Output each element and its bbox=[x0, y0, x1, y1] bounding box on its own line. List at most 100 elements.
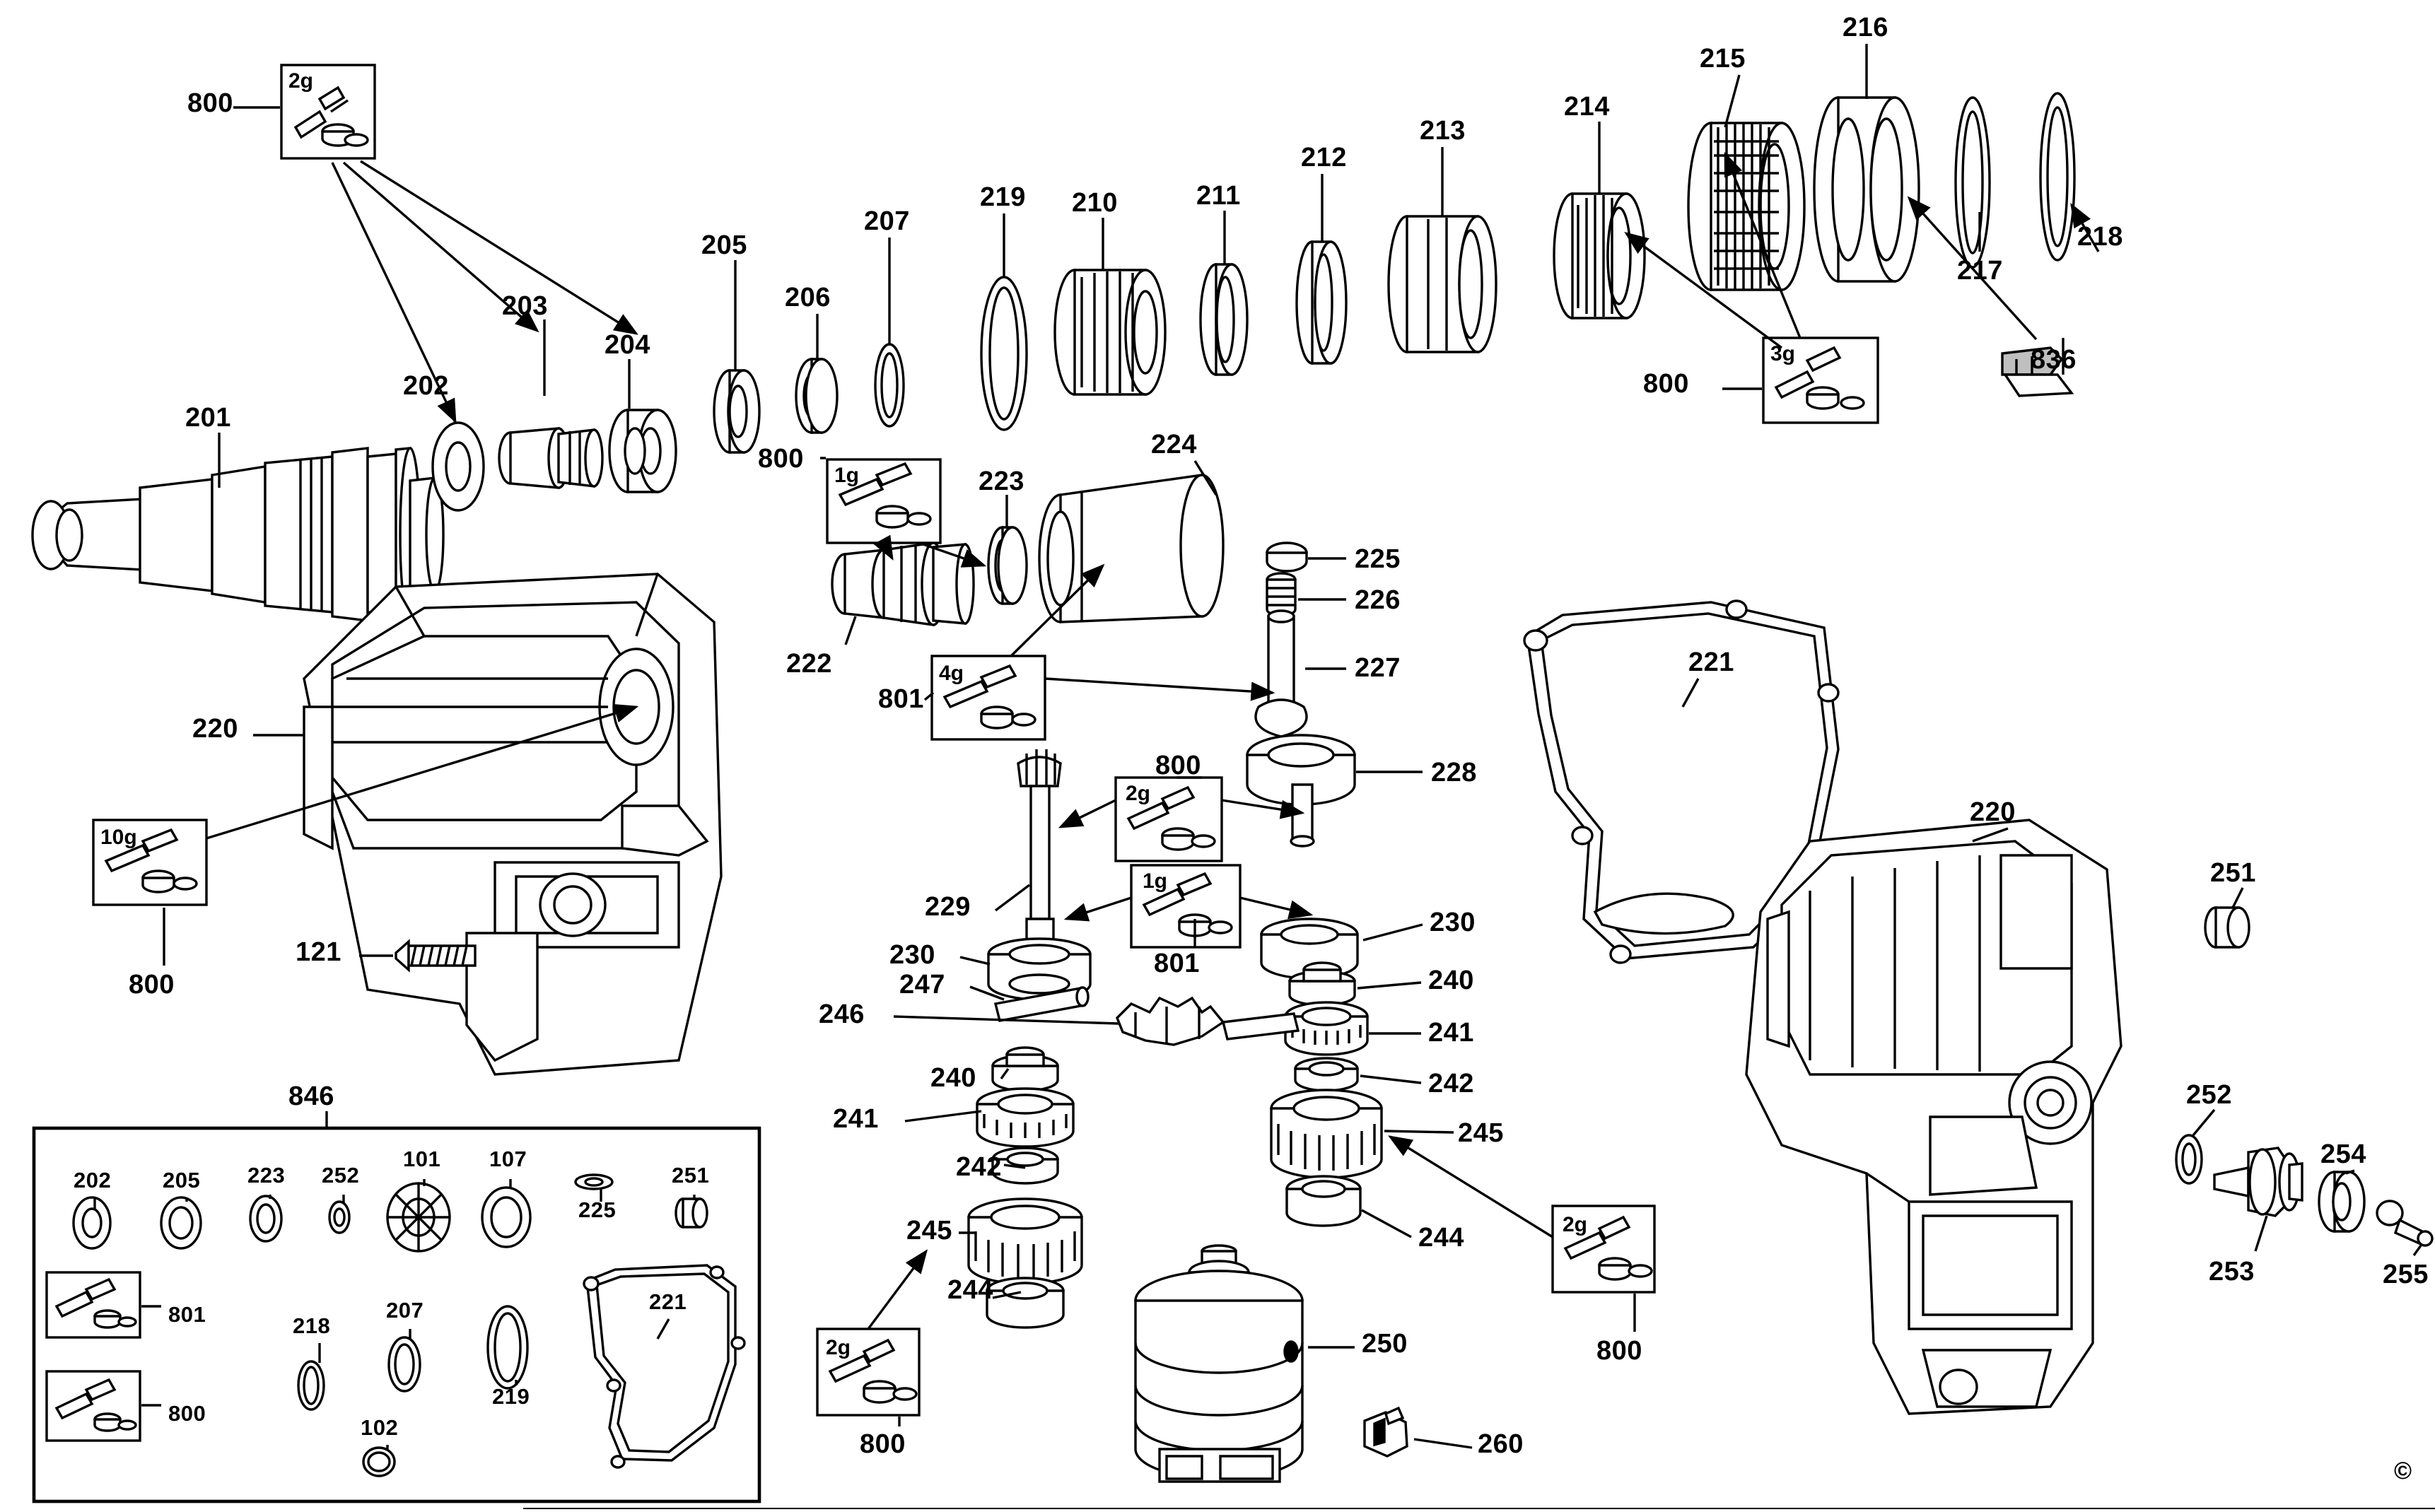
callout-247: 247 bbox=[899, 970, 945, 1000]
part-213-sleeve bbox=[1387, 215, 1497, 353]
inset-label-221: 221 bbox=[649, 1289, 687, 1314]
callout-205: 205 bbox=[701, 230, 747, 260]
callout-224: 224 bbox=[1151, 430, 1197, 459]
part-230-bearing-left bbox=[987, 937, 1092, 1001]
callout-201: 201 bbox=[185, 403, 231, 433]
callout-242-b: 242 bbox=[956, 1152, 1002, 1182]
callout-121: 121 bbox=[296, 937, 341, 967]
inset-label-102: 102 bbox=[361, 1415, 399, 1440]
callout-202: 202 bbox=[403, 371, 449, 401]
part-221-gasket bbox=[1523, 599, 1840, 964]
part-244-bearing-left bbox=[986, 1277, 1065, 1329]
callout-800-g: 800 bbox=[1596, 1336, 1642, 1366]
part-216-bearing bbox=[1813, 96, 1920, 283]
part-254-cap bbox=[2318, 1171, 2366, 1233]
callout-216: 216 bbox=[1843, 13, 1888, 42]
part-207-ring bbox=[874, 343, 905, 428]
callout-227: 227 bbox=[1355, 653, 1401, 683]
inset-label-107: 107 bbox=[489, 1147, 527, 1171]
part-220-gearbox-housing-left bbox=[303, 573, 723, 1076]
callout-251-right: 251 bbox=[2210, 858, 2256, 888]
inset-label-202: 202 bbox=[74, 1168, 112, 1192]
callout-3g: 3g bbox=[1770, 342, 1796, 365]
callout-2g-c: 2g bbox=[826, 1336, 851, 1359]
callout-800-a: 800 bbox=[187, 88, 233, 118]
part-251-right bbox=[2204, 906, 2250, 949]
part-204-bearing bbox=[608, 409, 677, 493]
part-228-piston bbox=[1246, 734, 1356, 848]
part-241-gear-right bbox=[1284, 1001, 1369, 1056]
callout-2g-a: 2g bbox=[288, 69, 314, 93]
callout-213: 213 bbox=[1420, 116, 1466, 146]
callout-260: 260 bbox=[1478, 1429, 1524, 1459]
inset-label-252: 252 bbox=[322, 1163, 360, 1188]
callout-206: 206 bbox=[785, 283, 831, 312]
part-245-gear-left bbox=[967, 1197, 1083, 1285]
callout-244-a: 244 bbox=[1418, 1223, 1464, 1253]
callout-253: 253 bbox=[2209, 1257, 2255, 1287]
part-250-motor bbox=[1134, 1244, 1304, 1483]
part-215-gear bbox=[1687, 122, 1806, 291]
callout-800-d: 800 bbox=[129, 970, 175, 1000]
callout-212: 212 bbox=[1301, 143, 1347, 172]
callout-217: 217 bbox=[1957, 256, 2003, 286]
inset-label-219: 219 bbox=[492, 1384, 530, 1409]
callout-221: 221 bbox=[1688, 647, 1734, 677]
part-206-washer bbox=[795, 358, 839, 434]
callout-846: 846 bbox=[288, 1082, 334, 1111]
callout-245-b: 245 bbox=[906, 1216, 952, 1246]
part-241-gear-left bbox=[976, 1087, 1075, 1148]
callout-215: 215 bbox=[1700, 44, 1746, 74]
callout-214: 214 bbox=[1564, 92, 1610, 122]
part-226-pin bbox=[1266, 572, 1297, 617]
part-203-sleeve bbox=[498, 427, 604, 489]
copyright-mark: © bbox=[2394, 1458, 2412, 1484]
part-240-right bbox=[1288, 961, 1356, 1007]
part-219-oring bbox=[980, 276, 1028, 431]
callout-210: 210 bbox=[1072, 188, 1118, 218]
inset-label-251: 251 bbox=[672, 1163, 710, 1188]
part-245-gear-right bbox=[1270, 1089, 1383, 1179]
part-210-needle-bearing bbox=[1053, 269, 1167, 396]
callout-229: 229 bbox=[925, 892, 971, 922]
inset-label-218: 218 bbox=[293, 1313, 331, 1338]
part-225-washer bbox=[1266, 541, 1308, 573]
callout-242-a: 242 bbox=[1428, 1069, 1474, 1098]
part-244-bearing-right bbox=[1285, 1175, 1362, 1227]
part-217-ring bbox=[1954, 96, 1991, 269]
callout-220-right: 220 bbox=[1970, 797, 2016, 827]
callout-219: 219 bbox=[980, 182, 1026, 212]
part-212-ring bbox=[1295, 240, 1348, 365]
callout-222: 222 bbox=[786, 649, 832, 679]
callout-2g-d: 2g bbox=[1563, 1213, 1588, 1236]
part-229-pinion-shaft bbox=[1017, 749, 1062, 942]
part-220-housing-right bbox=[1745, 819, 2122, 1415]
part-246-shift-fork bbox=[1116, 996, 1300, 1046]
part-242-right bbox=[1294, 1057, 1359, 1092]
callout-218-top: 218 bbox=[2077, 222, 2123, 252]
callout-1g-a: 1g bbox=[834, 464, 860, 487]
part-230-bearing-right bbox=[1260, 918, 1359, 980]
inset-label-101: 101 bbox=[403, 1147, 441, 1171]
callout-207: 207 bbox=[864, 206, 910, 236]
callout-255: 255 bbox=[2383, 1260, 2429, 1289]
callout-2g-b: 2g bbox=[1126, 782, 1151, 805]
part-240-left bbox=[991, 1046, 1059, 1092]
callout-230-b: 230 bbox=[889, 940, 935, 970]
part-260-connector bbox=[1363, 1406, 1408, 1458]
callout-244-b: 244 bbox=[947, 1275, 993, 1305]
part-211-ring bbox=[1199, 263, 1249, 376]
callout-800-f: 800 bbox=[860, 1429, 906, 1459]
part-214-clutch-ring bbox=[1553, 192, 1646, 320]
part-247-pin bbox=[993, 986, 1090, 1022]
part-205-seal bbox=[713, 369, 761, 454]
inset-label-207: 207 bbox=[386, 1298, 424, 1323]
callout-203: 203 bbox=[502, 291, 548, 321]
callout-1g-b: 1g bbox=[1143, 869, 1168, 893]
inset-label-800: 800 bbox=[168, 1401, 206, 1426]
callout-801-a: 801 bbox=[878, 684, 924, 714]
callout-204: 204 bbox=[605, 330, 650, 360]
callout-240-b: 240 bbox=[930, 1063, 976, 1093]
